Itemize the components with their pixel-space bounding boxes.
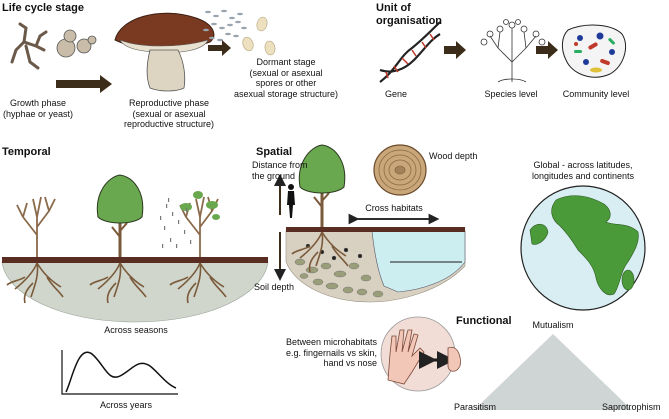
falling-spores-icon: [160, 198, 192, 248]
bare-tree-icon: [6, 196, 64, 304]
dormant-stage-label: Dormant stage (sexual or asexual spores …: [233, 57, 339, 99]
spatial-section: [274, 143, 466, 392]
yeast-icon: [56, 29, 97, 58]
person-icon: [287, 184, 295, 218]
globe-icon: [520, 185, 646, 311]
distance-from-ground-label: Distance from the ground: [252, 160, 308, 181]
organisation-title: Unit of organisation: [376, 2, 443, 27]
dna-icon: [379, 21, 441, 83]
across-years-label: Across years: [99, 400, 152, 410]
temporal-section: [1, 173, 269, 395]
functional-triangle: [474, 334, 632, 410]
soil-band: [2, 257, 268, 263]
wood-slice-icon: [373, 144, 427, 196]
microhabitats-label: Between microhabitats e.g. fingernails v…: [285, 337, 377, 368]
arrow-icon: [208, 40, 231, 56]
spatial-title: Spatial: [256, 146, 293, 158]
global-label: Global - across latitudes, longitudes an…: [531, 160, 635, 181]
mushroom-icon: [114, 12, 215, 92]
years-curve-chart: [61, 350, 178, 395]
arrow-icon: [56, 75, 112, 93]
reproductive-phase-label: Reproductive phase (sexual or asexual re…: [123, 98, 215, 129]
cross-habitats-label: Cross habitats: [365, 203, 423, 213]
hyphae-icon: [10, 22, 48, 70]
saprotrophism-label: Saprotrophism: [602, 402, 661, 412]
temporal-title: Temporal: [2, 146, 51, 158]
functional-title: Functional: [456, 315, 512, 327]
ground-bowl: [1, 261, 269, 323]
community-level-label: Community level: [562, 89, 630, 99]
soil-depth-label: Soil depth: [254, 282, 295, 292]
parasitism-label: Parasitism: [454, 402, 497, 412]
arrow-icon: [536, 41, 558, 59]
spatial-soil-band: [286, 227, 465, 232]
species-tree-icon: [480, 19, 546, 83]
life-cycle-title: Life cycle stage: [2, 2, 84, 14]
microhabitat-icon: [380, 316, 461, 392]
community-icon: [561, 24, 626, 78]
species-level-label: Species level: [484, 89, 538, 99]
dormant-spores-icon: [242, 16, 276, 56]
mutualism-label: Mutualism: [532, 320, 574, 330]
arrow-icon: [444, 41, 466, 59]
growth-phase-label: Growth phase (hyphae or yeast): [2, 98, 74, 119]
spores-icon: [203, 9, 247, 42]
life-cycle-section: [10, 9, 276, 93]
organisation-section: [379, 19, 626, 83]
across-seasons-label: Across seasons: [104, 325, 168, 335]
gene-label: Gene: [384, 89, 408, 99]
pebbles: [294, 243, 384, 298]
shedding-tree-icon: [169, 191, 227, 304]
wood-depth-label: Wood depth: [429, 151, 478, 161]
